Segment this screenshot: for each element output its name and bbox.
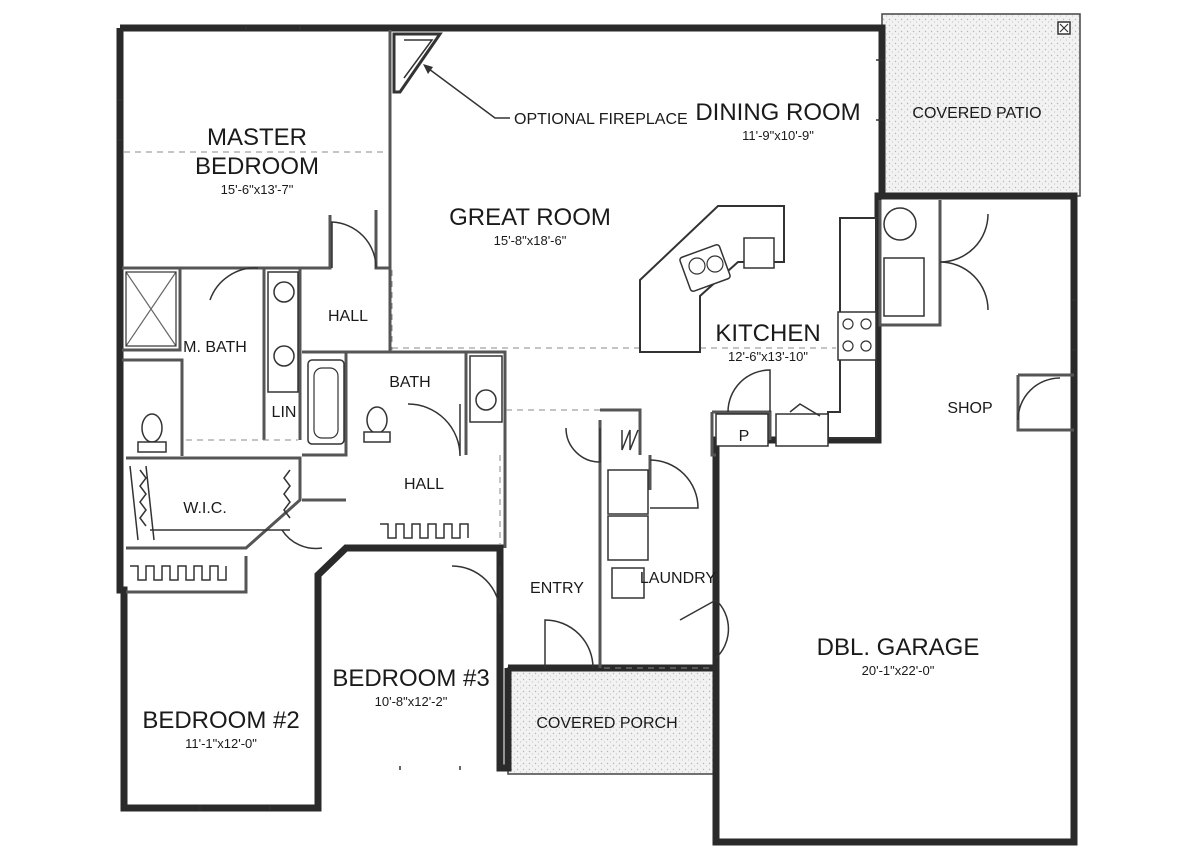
bedroom2-size: 11'-1"x12'-0" [185,736,257,751]
windows [118,26,1076,810]
utility-fixtures [883,207,925,317]
bedroom3-size: 10'-8"x12'-2" [375,694,448,709]
pantry-box [715,413,769,447]
covered-patio-area [881,13,1081,197]
hall-lower-label: HALL [404,476,444,493]
laundry-label: LAUNDRY [640,570,717,587]
dining-room-label: DINING ROOM [695,99,860,126]
pantry-label: P [739,428,750,445]
kitchen-counters [715,217,877,447]
covered-porch-label: COVERED PORCH [536,715,677,732]
closet-shelving [129,429,639,581]
master-bedroom-label-1: MASTER [207,124,307,151]
dryer-icon [607,515,649,561]
garage-size: 20'-1"x22'-0" [862,663,935,678]
laundry-appliances [607,469,649,599]
toilet-icon [366,406,388,434]
shop-label: SHOP [947,400,992,417]
bath-label: BATH [389,374,430,391]
dining-room-size: 11'-9"x10'-9" [742,128,814,143]
bathtub-icon [307,359,345,445]
water-heater-icon [883,207,917,241]
master-bedroom-size: 15'-6"x13'-7" [221,182,294,197]
kitchen-size: 12'-6"x13'-10" [728,349,808,364]
great-room-label: GREAT ROOM [449,204,611,231]
utility-box-icon [883,257,925,317]
room-labels: MASTER BEDROOM 15'-6"x13'-7" OPTIONAL FI… [142,99,1041,751]
interior-walls [122,30,1074,668]
bedroom3-label: BEDROOM #3 [332,665,489,692]
covered-patio-label: COVERED PATIO [912,105,1041,122]
master-bedroom-label-2: BEDROOM [195,153,319,180]
fireplace-annotation: OPTIONAL FIREPLACE [514,111,688,128]
sink-icon [273,281,295,303]
great-room-size: 15'-8"x18'-6" [494,233,567,248]
entry-label: ENTRY [530,580,584,597]
patio-corner-icon-x [1059,23,1069,33]
laundry-sink-icon [611,567,645,599]
toilet-icon [141,413,163,443]
doors [209,213,1061,669]
lin-label: LIN [272,404,297,421]
kitchen-island [639,205,785,353]
dashed-divisions [124,151,836,669]
bath-fixtures [125,271,503,453]
sink-icon [475,389,497,411]
range-icon [837,311,877,361]
hall-upper-label: HALL [328,308,368,325]
fireplace [392,32,510,119]
m-bath-label: M. BATH [183,339,247,356]
bar-stool-icon [743,237,775,269]
bedroom2-label: BEDROOM #2 [142,707,299,734]
washer-icon [607,469,649,515]
shower-icon [125,271,177,347]
sink-icon [273,345,295,367]
dishwasher-icon [775,413,829,447]
garage-label: DBL. GARAGE [817,634,980,661]
wic-label: W.I.C. [183,500,227,517]
kitchen-label: KITCHEN [715,320,820,347]
fireplace-leader-line [424,65,510,119]
fireplace-arrow-icon [423,64,433,74]
